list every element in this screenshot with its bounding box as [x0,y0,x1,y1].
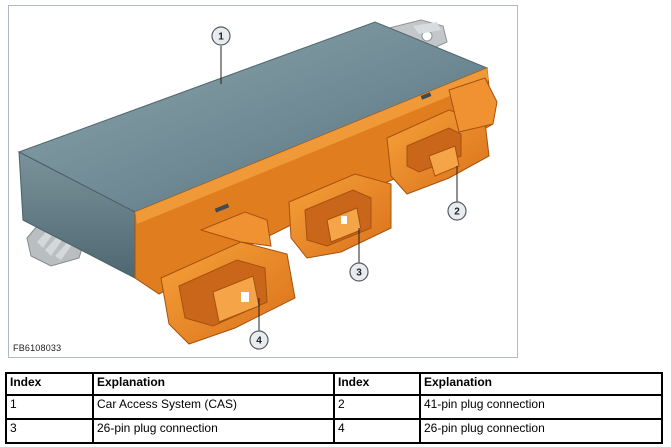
callout-1-label: 1 [218,32,224,43]
row-index: 3 [5,418,94,444]
row-explanation: 41-pin plug connection [419,394,663,420]
legend-table: Index Explanation Index Explanation 1 Ca… [5,372,663,444]
callout-2: 2 [447,201,467,221]
row-explanation: Car Access System (CAS) [92,394,335,420]
legend-header-row: Index Explanation Index Explanation [5,372,663,396]
row-explanation: 26-pin plug connection [92,418,335,444]
callout-4-label: 4 [256,336,262,347]
connector-3 [288,173,392,259]
connector-4 [160,211,296,345]
header-explanation: Explanation [92,372,335,396]
row-index: 2 [333,394,421,420]
row-index: 1 [5,394,94,420]
callout-2-label: 2 [454,207,460,218]
callout-3-label: 3 [356,268,362,279]
row-index: 4 [333,418,421,444]
table-row: 3 26-pin plug connection 4 26-pin plug c… [5,418,663,444]
callout-3: 3 [349,262,369,282]
header-explanation-2: Explanation [419,372,663,396]
figure-frame: 1 2 3 4 FB6108033 [8,5,518,358]
figure-code: FB6108033 [13,343,62,353]
cas-module-illustration: 1 2 3 4 [17,19,498,350]
connector-2 [386,77,498,195]
header-index: Index [5,372,94,396]
leader-lines [220,46,458,332]
row-explanation: 26-pin plug connection [419,418,663,444]
callout-1: 1 [211,26,231,46]
table-row: 1 Car Access System (CAS) 2 41-pin plug … [5,394,663,420]
callout-4: 4 [249,330,269,350]
header-index-2: Index [333,372,421,396]
